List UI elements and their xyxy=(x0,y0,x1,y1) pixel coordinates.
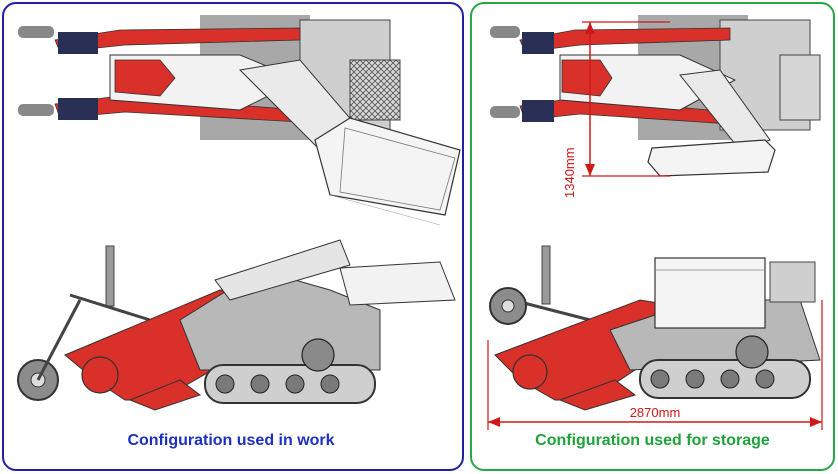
storage-top-folded-hopper xyxy=(647,139,776,177)
storage-top-digger-upper xyxy=(522,32,554,54)
storage-top-rear-box xyxy=(779,54,821,121)
work-side-roller-1 xyxy=(215,374,235,394)
work-top-conveyor-red-head xyxy=(114,59,176,97)
storage-top-discharge-conveyor xyxy=(679,69,771,151)
storage-side-roller-2 xyxy=(685,369,705,389)
storage-side-roller-4 xyxy=(755,369,775,389)
work-side-mast xyxy=(105,245,115,307)
storage-top-view xyxy=(490,15,821,177)
work-top-track-grid xyxy=(349,59,401,121)
work-side-rear-hopper xyxy=(339,261,456,306)
storage-side-roller-3 xyxy=(720,369,740,389)
work-side-drive-sprocket xyxy=(301,338,335,372)
work-top-hopper-inner xyxy=(339,127,456,211)
work-side-roller-2 xyxy=(250,374,270,394)
height-dimension-label: 1340mm xyxy=(562,147,577,198)
work-top-hopper xyxy=(314,117,461,216)
height-dimension-arrow-bottom xyxy=(585,164,595,176)
storage-top-conveyor-red-head xyxy=(561,59,613,97)
storage-side-front-wheel-hub xyxy=(501,299,515,313)
storage-side-digger-wheel xyxy=(512,354,548,390)
work-side-boom xyxy=(69,293,151,322)
work-top-view xyxy=(18,15,461,226)
work-side-top-conveyor xyxy=(214,239,351,301)
length-dimension: 2870mm xyxy=(487,300,823,430)
work-top-digger-lower xyxy=(58,98,98,120)
work-top-hopper-guide xyxy=(329,194,441,226)
work-side-wheel-arm xyxy=(36,299,82,381)
storage-side-mast xyxy=(541,245,551,305)
work-side-digger-wheel xyxy=(81,356,119,394)
work-top-digger-upper xyxy=(58,32,98,54)
storage-side-roller-1 xyxy=(650,369,670,389)
storage-side-raised-hopper xyxy=(654,257,766,329)
storage-side-rear-unit xyxy=(769,261,816,303)
length-dimension-label: 2870mm xyxy=(630,405,681,420)
storage-top-digger-lower xyxy=(522,100,554,122)
work-top-wheel-lower xyxy=(18,104,54,116)
height-dimension-arrow-top xyxy=(585,22,595,34)
storage-side-boom xyxy=(519,300,591,322)
storage-side-red-skid xyxy=(558,379,637,411)
work-top-wheel-upper xyxy=(18,26,54,38)
work-side-red-skid xyxy=(128,379,202,411)
storage-side-drive-sprocket xyxy=(735,335,769,369)
storage-top-wheel-lower xyxy=(490,106,520,118)
length-dimension-arrow-left xyxy=(488,417,500,427)
work-side-roller-3 xyxy=(285,374,305,394)
work-side-view xyxy=(17,239,456,411)
work-side-roller-4 xyxy=(320,374,340,394)
storage-configuration-caption: Configuration used for storage xyxy=(535,432,770,449)
length-dimension-arrow-right xyxy=(810,417,822,427)
storage-top-wheel-upper xyxy=(490,26,520,38)
work-configuration-caption: Configuration used in work xyxy=(127,432,335,449)
storage-side-view xyxy=(489,245,821,411)
height-dimension: 1340mm xyxy=(562,21,670,198)
